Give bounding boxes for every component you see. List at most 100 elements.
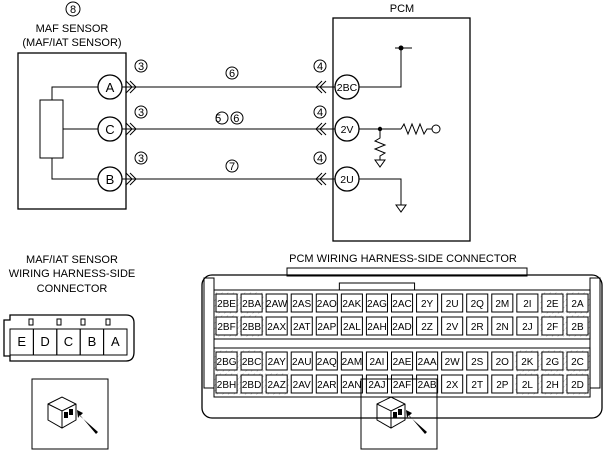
- pcm-connector-pin-label: 2N: [496, 322, 509, 333]
- pcm-connector-pin-label: 2AT: [293, 322, 311, 333]
- maf-sensor-box: [17, 52, 127, 210]
- pcm-connector-cavity: [466, 374, 489, 394]
- pcm-connector-cavity: [290, 374, 313, 394]
- pcm-terminal-2u-label: 2U: [340, 174, 353, 186]
- pcm-connector-pin-label: 2B: [571, 322, 584, 333]
- pcm-connector-pin-label: 2AB: [418, 380, 437, 391]
- pcm-connector-view-icon: [360, 378, 438, 450]
- maf-connector-tab-3: [80, 318, 86, 326]
- wire-a-mark: 6: [229, 68, 235, 80]
- pcm-connector-chevron-2bc: [315, 80, 327, 94]
- pcm-connector-pin-label: 2AO: [317, 299, 337, 310]
- maf-connector-title-line3: CONNECTOR: [37, 283, 108, 295]
- pcm-connector-cavity: [541, 374, 564, 394]
- wire-c-maf-mark: 3: [138, 107, 144, 119]
- pcm-connector-cavity: [365, 351, 388, 371]
- pcm-connector-pin-label: 2O: [496, 357, 510, 368]
- pcm-connector-cavity: [516, 316, 539, 336]
- wire-c-pcm-mark: 4: [317, 107, 323, 119]
- pcm-connector-cavity: [491, 316, 514, 336]
- pcm-connector-cavity: [240, 374, 263, 394]
- pcm: PCM 2BC 2V 2U: [332, 3, 471, 242]
- pcm-connector-pin-label: 2F: [547, 322, 559, 333]
- pcm-connector-right-ear: [589, 277, 601, 389]
- pcm-connector-pin-label: 2S: [471, 357, 484, 368]
- pcm-connector-pin-label: 2AP: [317, 322, 336, 333]
- pcm-terminal-2v-label: 2V: [341, 124, 354, 136]
- maf-number-circle: [65, 1, 81, 17]
- pcm-reference-terminal: [431, 124, 441, 134]
- wire-b-maf-mark-circle: [134, 151, 148, 165]
- wire-a-maf-mark: 3: [138, 61, 144, 73]
- pcm-connector-pin-label: 2W: [445, 357, 461, 368]
- wire-a-pcm-mark: 4: [317, 61, 323, 73]
- pcm-connector-outer: [201, 274, 603, 419]
- pcm-connector-pin-label: 2BE: [217, 299, 236, 310]
- pcm-connector-cavity: [365, 293, 388, 313]
- pcm-connector-pin-label: 2AY: [268, 357, 286, 368]
- pcm-connector-pin-label: 2D: [571, 380, 584, 391]
- pcm-connector-pin-label: 2AK: [342, 299, 361, 310]
- pcm-connector-pin-label: 2AL: [343, 322, 361, 333]
- maf-internal-wire-b: [51, 158, 98, 180]
- pcm-connector-pin-label: 2AI: [369, 357, 384, 368]
- wire-c-mark-circle-1: [215, 111, 229, 125]
- pcm-connector-cavity: [491, 293, 514, 313]
- pcm-connector-pin-label: 2AD: [392, 322, 411, 333]
- pcm-connector-cavity: [240, 293, 263, 313]
- pcm-connector-cavity: [290, 316, 313, 336]
- pcm-connector-cavity: [441, 374, 464, 394]
- pcm-connector-cavity: [441, 293, 464, 313]
- harness-wires: 3 6 4 3 5 6 4 3 7 4: [122, 59, 335, 186]
- pcm-connector-cavity: [340, 316, 363, 336]
- pcm-connector-pin-label: 2AN: [342, 380, 361, 391]
- pcm-connector-cavity: [340, 293, 363, 313]
- pcm-connector-pin-label: 2H: [546, 380, 559, 391]
- wire-a-maf-mark-circle: [134, 59, 148, 73]
- pcm-connector-pin-label: 2AA: [418, 357, 437, 368]
- maf-number: 8: [70, 4, 76, 16]
- pcm-connector-pin-label: 2BG: [217, 357, 237, 368]
- pcm-connector-cavity: [265, 316, 288, 336]
- pcm-connector-left-ear: [203, 277, 215, 389]
- pcm-connector-pin-label: 2AU: [292, 357, 311, 368]
- pcm-connector-pin-label: 2J: [522, 322, 533, 333]
- pcm-connector-cavity: [516, 293, 539, 313]
- maf-connector-pin-label: E: [17, 334, 26, 349]
- pcm-connector-cavity: [315, 316, 338, 336]
- pcm-connector-pin-label: 2BF: [217, 322, 235, 333]
- pcm-connector-pin-label: 2AX: [267, 322, 286, 333]
- wire-a-pcm-mark-circle: [313, 59, 327, 73]
- pcm-connector-pin-label: 2K: [521, 357, 534, 368]
- maf-sensor: 8 MAF SENSOR (MAF/IAT SENSOR) A C B: [17, 1, 127, 210]
- maf-connector-pin-label: A: [111, 334, 120, 349]
- maf-pin-b-label: B: [106, 172, 115, 187]
- pcm-series-resistor: [400, 122, 432, 136]
- pcm-connector-cavity: [290, 293, 313, 313]
- pcm-connector-pin-label: 2U: [446, 299, 459, 310]
- wire-a-mark-circle: [225, 66, 239, 80]
- pcm-connector-pin-label: 2I: [523, 299, 531, 310]
- pcm-connector-cavity: [416, 316, 439, 336]
- pcm-connector-pin-label: 2L: [522, 380, 534, 391]
- pcm-connector-cavity: [365, 316, 388, 336]
- pcm-ground-symbol-2: [395, 204, 407, 213]
- maf-title-line2: (MAF/IAT SENSOR): [22, 37, 121, 49]
- pcm-connector-cavity: [215, 293, 238, 313]
- pcm-connector-pin-label: 2BA: [242, 299, 261, 310]
- pcm-connector-cavity: [466, 351, 489, 371]
- pcm-connector-cavity: [541, 316, 564, 336]
- pcm-connector-cavity: [215, 316, 238, 336]
- pcm-connector-pin-label: 2AG: [367, 299, 387, 310]
- pcm-connector-pin-label: 2M: [495, 299, 509, 310]
- maf-connector-view-icon: [31, 378, 109, 450]
- pcm-connector-pin-label: 2AV: [293, 380, 311, 391]
- maf-connector-body: [3, 314, 135, 362]
- pcm-connector-top-lock: [286, 267, 528, 277]
- pcm-2bc-internal-wire: [359, 48, 402, 88]
- pcm-connector-pin-label: 2P: [496, 380, 509, 391]
